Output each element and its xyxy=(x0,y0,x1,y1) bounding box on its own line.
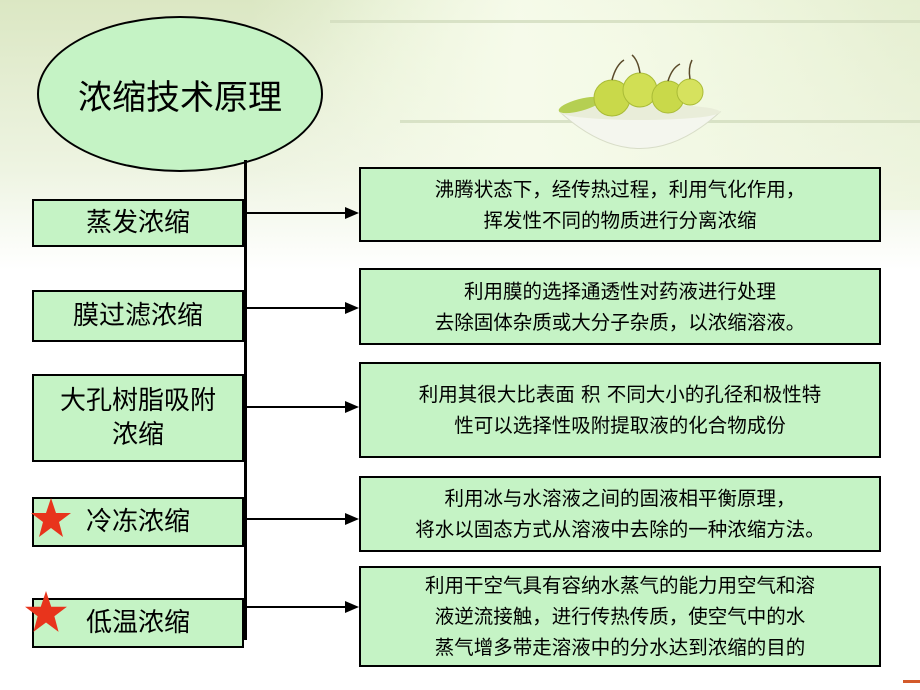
description-line: 性可以选择性吸附提取液的化合物成份 xyxy=(454,414,786,437)
method-label: 蒸发浓缩 xyxy=(85,208,190,238)
background-shelf-line xyxy=(330,20,920,23)
description-line: 去除固体杂质或大分子杂质，以浓缩溶液。 xyxy=(434,310,806,334)
description-box-resin: 利用其很大比表面 积 不同大小的孔径和极性特 性可以选择性吸附提取液的化合物成份 xyxy=(359,362,881,458)
connector-arrow-line xyxy=(247,518,345,520)
description-line: 利用冰与水溶液之间的固液相平衡原理， xyxy=(444,487,796,510)
description-line: 蒸气增多带走溶液中的分水达到浓缩的目的 xyxy=(434,636,806,659)
description-box-low-temp: 利用干空气具有容纳水蒸气的能力用空气和溶 液逆流接触，进行传热传质，使空气中的水… xyxy=(359,566,881,667)
description-line: 挥发性不同的物质进行分离浓缩 xyxy=(483,208,757,232)
method-label: 低温浓缩 xyxy=(85,608,190,638)
description-line: 利用干空气具有容纳水蒸气的能力用空气和溶 xyxy=(424,574,815,597)
arrowhead-icon xyxy=(345,601,359,613)
fruit-bowl-image xyxy=(558,54,722,149)
method-box-low-temp: 低温浓缩 xyxy=(32,598,244,648)
description-line: 沸腾状态下，经传热过程，利用气化作用， xyxy=(434,177,806,201)
trunk-line xyxy=(244,160,247,640)
method-box-resin: 大孔树脂吸附 浓缩 xyxy=(32,374,244,462)
arrowhead-icon xyxy=(345,302,359,314)
description-line: 液逆流接触，进行传热传质，使空气中的水 xyxy=(434,605,806,628)
description-line: 利用膜的选择通透性对药液进行处理 xyxy=(463,279,776,303)
method-label: 膜过滤浓缩 xyxy=(72,301,203,331)
connector-arrow-line xyxy=(247,212,345,214)
description-box-evaporation: 沸腾状态下，经传热过程，利用气化作用， 挥发性不同的物质进行分离浓缩 xyxy=(359,167,881,242)
arrowhead-icon xyxy=(345,401,359,413)
description-line: 将水以固态方式从溶液中去除的一种浓缩方法。 xyxy=(415,518,825,541)
method-label: 冷冻浓缩 xyxy=(85,507,190,537)
method-label-line-2: 浓缩 xyxy=(111,420,164,450)
method-label-line-1: 大孔树脂吸附 xyxy=(59,386,216,416)
connector-arrow-line xyxy=(247,406,345,408)
red-star-icon xyxy=(31,498,71,537)
connector-arrow-line xyxy=(247,307,345,309)
method-box-freeze: 冷冻浓缩 xyxy=(32,497,244,547)
description-box-membrane: 利用膜的选择通透性对药液进行处理 去除固体杂质或大分子杂质，以浓缩溶液。 xyxy=(359,268,881,345)
arrowhead-icon xyxy=(345,207,359,219)
red-star-icon xyxy=(25,591,67,632)
method-box-membrane: 膜过滤浓缩 xyxy=(32,290,244,342)
diagram-title: 浓缩技术原理 xyxy=(37,16,323,172)
connector-arrow-line xyxy=(247,606,345,608)
corner-accent-line xyxy=(903,680,920,683)
description-box-freeze: 利用冰与水溶液之间的固液相平衡原理， 将水以固态方式从溶液中去除的一种浓缩方法。 xyxy=(359,476,881,552)
description-line: 利用其很大比表面 积 不同大小的孔径和极性特 xyxy=(418,383,822,406)
arrowhead-icon xyxy=(345,513,359,525)
method-box-evaporation: 蒸发浓缩 xyxy=(32,199,244,247)
